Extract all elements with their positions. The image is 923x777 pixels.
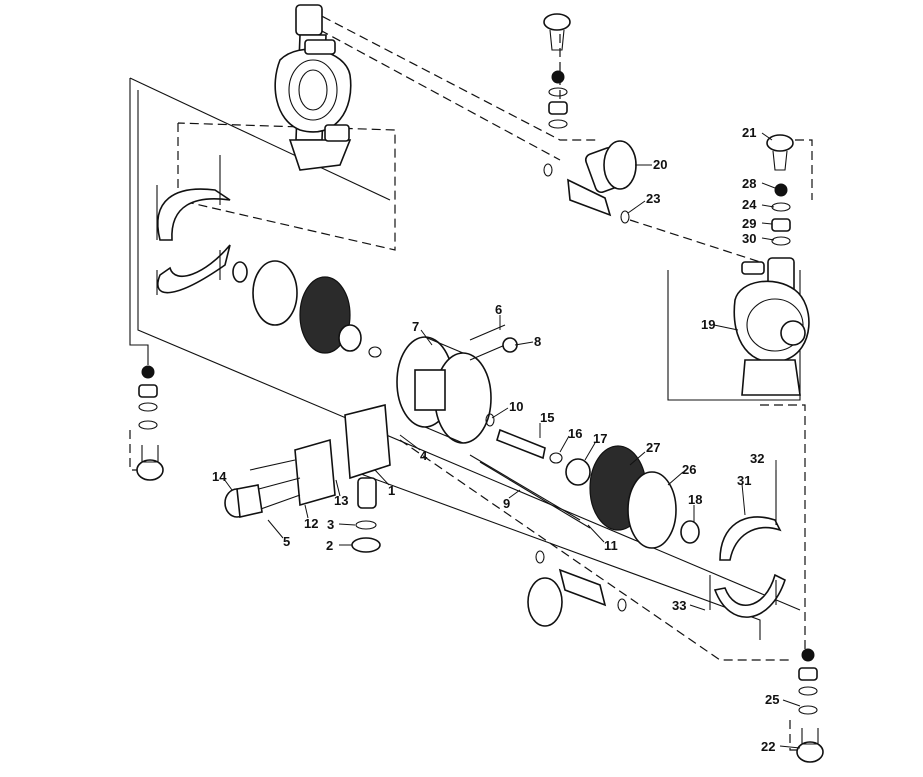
callout-leaders [223,132,801,749]
callout-32: 32 [750,451,764,466]
callout-13: 13 [334,493,348,508]
callout-8: 8 [534,334,541,349]
right-valve-stack [766,134,794,246]
shaft-assembly [469,413,591,529]
callout-14: 14 [212,469,227,484]
callout-30: 30 [742,231,756,246]
air-valve-body [249,403,391,553]
callout-16: 16 [568,426,582,441]
callout-10: 10 [509,399,523,414]
right-bottom-valve-stack [796,648,824,763]
top-valve-stack [543,13,571,129]
callout-6: 6 [495,302,502,317]
callout-18: 18 [688,492,702,507]
callout-labels: 1 2 3 4 5 6 7 8 9 10 11 12 13 14 15 16 1… [212,125,779,754]
center-housing [396,324,518,444]
callout-5: 5 [283,534,290,549]
upper-left-fluid-cover [274,4,352,171]
right-fluid-cover [733,257,810,396]
muffler [224,484,263,518]
callout-4: 4 [420,448,428,463]
callout-23: 23 [646,191,660,206]
callout-27: 27 [646,440,660,455]
callout-24: 24 [742,197,757,212]
callout-29: 29 [742,216,756,231]
left-diaphragm-set [232,260,382,358]
callout-19: 19 [701,317,715,332]
callout-9: 9 [503,496,510,511]
outlet-manifold [543,140,637,224]
callout-11: 11 [604,538,618,553]
callout-31: 31 [737,473,751,488]
callout-17: 17 [593,431,607,446]
right-clamp-band [709,470,786,618]
callout-1: 1 [388,483,395,498]
callout-7: 7 [412,319,419,334]
callout-21: 21 [742,125,756,140]
callout-3: 3 [327,517,334,532]
left-clamp-band [156,155,231,295]
callout-26: 26 [682,462,696,477]
callout-15: 15 [540,410,554,425]
callout-28: 28 [742,176,756,191]
callout-12: 12 [304,516,318,531]
callout-2: 2 [326,538,333,553]
callout-22: 22 [761,739,775,754]
callout-33: 33 [672,598,686,613]
right-diaphragm-set [589,445,700,549]
left-bottom-valve-stack [136,365,164,481]
callout-20: 20 [653,157,667,172]
callout-25: 25 [765,692,779,707]
inlet-manifold [527,550,627,627]
